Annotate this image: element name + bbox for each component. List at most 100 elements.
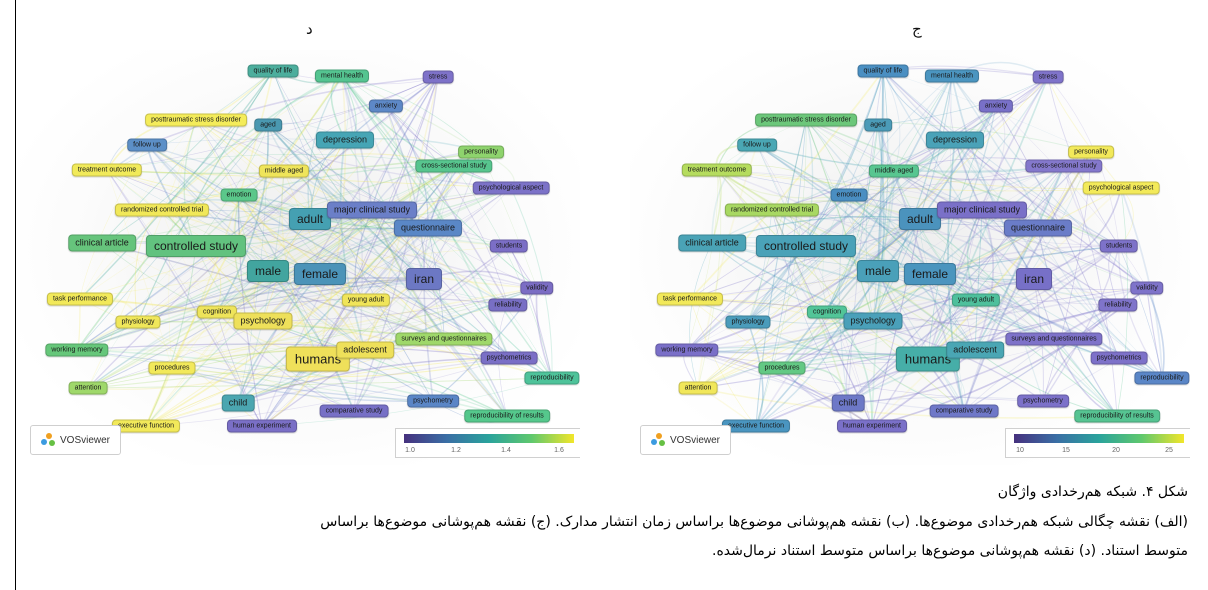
keyword-node[interactable]: child — [221, 394, 255, 412]
keyword-node[interactable]: posttraumatic stress disorder — [145, 113, 247, 127]
keyword-node[interactable]: psychometrics — [1090, 351, 1148, 365]
keyword-node[interactable]: psychometry — [1017, 394, 1069, 408]
co-occurrence-link — [353, 165, 455, 412]
keyword-node[interactable]: stress — [422, 70, 454, 84]
keyword-node[interactable]: emotion — [220, 188, 258, 202]
keyword-node[interactable]: clinical article — [68, 234, 136, 252]
keyword-node[interactable]: adult — [288, 208, 332, 230]
keyword-node[interactable]: personality — [1068, 145, 1114, 159]
keyword-node[interactable]: quality of life — [857, 64, 909, 78]
keyword-node[interactable]: middle aged — [258, 164, 310, 178]
keyword-node[interactable]: young adult — [951, 293, 1001, 307]
keyword-node[interactable]: young adult — [341, 293, 391, 307]
keyword-node[interactable]: reproducibility of results — [1074, 409, 1160, 423]
keyword-node[interactable]: cross-sectional study — [1025, 159, 1103, 173]
keyword-node[interactable]: comparative study — [929, 404, 999, 418]
keyword-node[interactable]: posttraumatic stress disorder — [755, 113, 857, 127]
keyword-node[interactable]: psychology — [843, 312, 903, 330]
keyword-node[interactable]: aged — [864, 118, 892, 132]
keyword-node[interactable]: cognition — [196, 305, 238, 319]
keyword-node[interactable]: depression — [925, 131, 985, 149]
keyword-node[interactable]: adolescent — [336, 341, 394, 359]
keyword-node[interactable]: reproducibility — [524, 371, 580, 385]
keyword-node[interactable]: randomized controlled trial — [114, 203, 210, 217]
network-map-average-citation[interactable]: quality of life mental health stress anxiet… — [630, 50, 1190, 465]
keyword-node[interactable]: questionnaire — [1003, 219, 1073, 237]
keyword-node[interactable]: adolescent — [946, 341, 1004, 359]
keyword-node[interactable]: clinical article — [678, 234, 746, 252]
keyword-node[interactable]: major clinical study — [326, 201, 418, 219]
keyword-node[interactable]: attention — [68, 381, 108, 395]
keyword-node[interactable]: anxiety — [368, 99, 404, 113]
keyword-node[interactable]: questionnaire — [393, 219, 463, 237]
keyword-node[interactable]: female — [903, 263, 957, 285]
co-occurrence-link — [353, 76, 439, 412]
keyword-node[interactable]: major clinical study — [936, 201, 1028, 219]
keyword-node[interactable]: working memory — [45, 343, 109, 357]
keyword-node[interactable]: mental health — [924, 69, 980, 83]
network-map-normalized-citation[interactable]: quality of life mental health stress anxiet… — [20, 50, 580, 465]
keyword-node[interactable]: comparative study — [319, 404, 389, 418]
keyword-node[interactable]: human experiment — [227, 419, 297, 433]
keyword-node[interactable]: mental health — [314, 69, 370, 83]
keyword-node[interactable]: treatment outcome — [71, 163, 143, 177]
keyword-node[interactable]: students — [489, 239, 529, 253]
keyword-node[interactable]: validity — [1130, 281, 1164, 295]
keyword-node[interactable]: attention — [678, 381, 718, 395]
keyword-node[interactable]: validity — [520, 281, 554, 295]
keyword-node[interactable]: psychological aspect — [1082, 181, 1160, 195]
keyword-node[interactable]: aged — [254, 118, 282, 132]
keyword-node[interactable]: follow up — [737, 138, 777, 152]
keyword-node[interactable]: task performance — [46, 292, 114, 306]
co-occurrence-link — [872, 75, 953, 322]
co-occurrence-link — [755, 270, 879, 427]
keyword-node[interactable]: controlled study — [755, 235, 857, 257]
keyword-node[interactable]: executive function — [721, 419, 791, 433]
keyword-node[interactable]: emotion — [830, 188, 868, 202]
keyword-node[interactable]: psychology — [233, 312, 293, 330]
keyword-node[interactable]: follow up — [127, 138, 167, 152]
keyword-node[interactable]: psychometry — [407, 394, 459, 408]
keyword-node[interactable]: iran — [1015, 268, 1053, 290]
co-occurrence-link — [838, 194, 850, 404]
keyword-node[interactable]: psychometrics — [480, 351, 538, 365]
keyword-node[interactable]: depression — [315, 131, 375, 149]
keyword-node[interactable]: human experiment — [837, 419, 907, 433]
keyword-node[interactable]: physiology — [725, 315, 771, 329]
keyword-node[interactable]: cognition — [806, 305, 848, 319]
keyword-node[interactable]: reliability — [488, 298, 528, 312]
keyword-node[interactable]: controlled study — [145, 235, 247, 257]
keyword-node[interactable]: stress — [1032, 70, 1064, 84]
keyword-node[interactable]: personality — [458, 145, 504, 159]
keyword-node[interactable]: male — [856, 260, 900, 282]
keyword-node[interactable]: procedures — [758, 361, 806, 375]
keyword-node[interactable]: female — [293, 263, 347, 285]
keyword-node[interactable]: reproducibility — [1134, 371, 1190, 385]
keyword-node[interactable]: child — [831, 394, 865, 412]
keyword-node[interactable]: middle aged — [868, 164, 920, 178]
keyword-node[interactable]: task performance — [656, 292, 724, 306]
keyword-node[interactable]: male — [246, 260, 290, 282]
keyword-node[interactable]: adult — [898, 208, 942, 230]
keyword-node[interactable]: treatment outcome — [681, 163, 753, 177]
keyword-node[interactable]: surveys and questionnaires — [395, 332, 493, 346]
keyword-node[interactable]: students — [1099, 239, 1139, 253]
keyword-node[interactable]: executive function — [111, 419, 181, 433]
keyword-node[interactable]: anxiety — [978, 99, 1014, 113]
keyword-node[interactable]: working memory — [655, 343, 719, 357]
keyword-node[interactable]: iran — [405, 268, 443, 290]
co-occurrence-link — [716, 169, 873, 427]
keyword-node[interactable]: quality of life — [247, 64, 299, 78]
co-occurrence-link — [341, 75, 512, 189]
co-occurrence-link — [805, 119, 879, 272]
keyword-node[interactable]: physiology — [115, 315, 161, 329]
keyword-node[interactable]: psychological aspect — [472, 181, 550, 195]
keyword-node[interactable]: reliability — [1098, 298, 1138, 312]
co-occurrence-link — [882, 70, 1120, 247]
keyword-node[interactable]: surveys and questionnaires — [1005, 332, 1103, 346]
keyword-node[interactable]: cross-sectional study — [415, 159, 493, 173]
keyword-node[interactable]: randomized controlled trial — [724, 203, 820, 217]
co-occurrence-link — [877, 270, 965, 412]
keyword-node[interactable]: procedures — [148, 361, 196, 375]
keyword-node[interactable]: reproducibility of results — [464, 409, 550, 423]
